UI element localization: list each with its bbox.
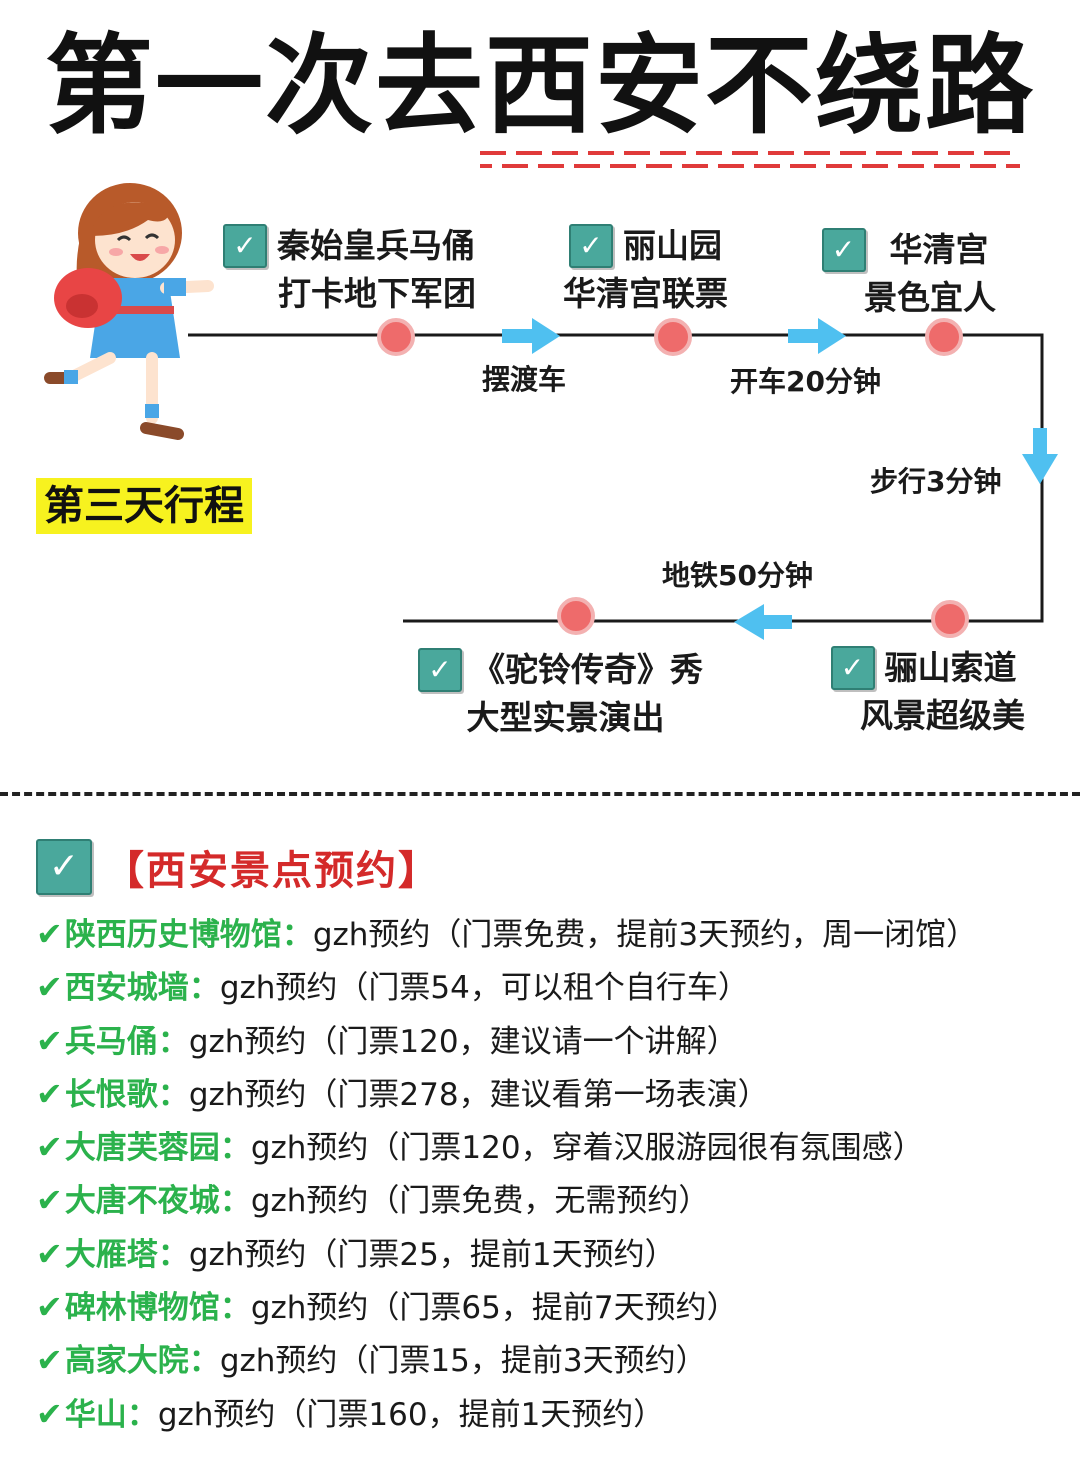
attraction-name: 大唐芙蓉园 — [64, 1130, 220, 1167]
check-box-icon: ✓ — [418, 648, 462, 692]
check-box-icon: ✓ — [569, 224, 613, 268]
route-dot-4 — [931, 600, 969, 638]
stop-4: ✓ 骊山索道 风景超级美 — [822, 644, 1025, 740]
stop-subtitle: 打卡地下军团 — [278, 274, 476, 313]
attraction-detail: gzh预约（门票54，可以租个自行车） — [219, 970, 749, 1007]
reservation-section-header: ✓ 【西安景点预约】 — [36, 838, 440, 896]
blue-arrow-icon — [788, 318, 846, 354]
attraction-colon: ： — [188, 1343, 220, 1380]
blue-arrow-icon — [1022, 428, 1058, 484]
stop-title: 丽山园 — [623, 226, 722, 265]
green-check-icon: ✔ — [36, 968, 63, 1007]
attraction-detail: gzh预约（门票120，穿着汉服游园很有氛围感） — [250, 1130, 924, 1167]
attraction-name: 西安城墙 — [64, 970, 189, 1007]
route-dot-5 — [557, 597, 595, 635]
stop-1: ✓ 秦始皇兵马俑 打卡地下军团 — [222, 222, 476, 318]
green-check-icon: ✔ — [36, 1288, 63, 1327]
green-check-icon: ✔ — [36, 1234, 63, 1273]
blue-arrow-icon — [502, 318, 560, 354]
attraction-colon: ： — [157, 1236, 189, 1273]
check-box-icon: ✓ — [821, 228, 866, 272]
route-dot-2 — [654, 318, 692, 356]
green-check-icon: ✔ — [36, 1128, 63, 1167]
list-item: ✔大唐不夜城：gzh预约（门票免费，无需预约） — [36, 1174, 1076, 1227]
attraction-detail: gzh预约（门票160，提前1天预约） — [157, 1396, 665, 1433]
attraction-colon: ： — [219, 1183, 251, 1220]
transit-label-1: 摆渡车 — [482, 363, 567, 396]
list-item: ✔高家大院：gzh预约（门票15，提前3天预约） — [36, 1334, 1076, 1387]
attraction-colon: ： — [188, 970, 220, 1007]
green-check-icon: ✔ — [36, 915, 63, 953]
attraction-colon: ： — [157, 1076, 189, 1113]
stop-title: 《驼铃传奇》秀 — [472, 650, 703, 689]
route-dot-3 — [925, 318, 963, 356]
transit-label-3: 步行3分钟 — [870, 465, 1002, 498]
attraction-colon: ： — [126, 1396, 158, 1433]
attraction-detail: gzh预约（门票65，提前7天预约） — [250, 1290, 738, 1327]
list-item: ✔碑林博物馆：gzh预约（门票65，提前7天预约） — [36, 1281, 1076, 1334]
stop-subtitle: 风景超级美 — [860, 696, 1025, 735]
attraction-colon: ： — [157, 1023, 189, 1060]
list-item: ✔兵马俑：gzh预约（门票120，建议请一个讲解） — [36, 1015, 1076, 1068]
attraction-colon: ： — [281, 917, 313, 953]
list-item: ✔华山：gzh预约（门票160，提前1天预约） — [36, 1388, 1076, 1441]
attraction-colon: ： — [219, 1130, 251, 1167]
title-underline-decoration — [480, 151, 1020, 168]
check-box-icon: ✓ — [223, 224, 267, 268]
attraction-name: 大雁塔 — [64, 1236, 158, 1273]
list-item: ✔西安城墙：gzh预约（门票54，可以租个自行车） — [36, 961, 1076, 1014]
stop-title: 秦始皇兵马俑 — [277, 226, 475, 265]
stop-subtitle: 景色宜人 — [864, 278, 996, 317]
list-item: ✔大唐芙蓉园：gzh预约（门票120，穿着汉服游园很有氛围感） — [36, 1121, 1076, 1174]
section-title: 【西安景点预约】 — [104, 848, 440, 894]
attraction-name: 碑林博物馆 — [64, 1290, 220, 1327]
list-item: ✔长恨歌：gzh预约（门票278，建议看第一场表演） — [36, 1068, 1076, 1121]
attraction-name: 长恨歌 — [64, 1076, 158, 1113]
transit-label-4: 地铁50分钟 — [662, 559, 813, 592]
attraction-detail: gzh预约（门票278，建议看第一场表演） — [188, 1076, 769, 1113]
list-item: ✔大雁塔：gzh预约（门票25，提前1天预约） — [36, 1228, 1076, 1281]
attraction-detail: gzh预约（门票25，提前1天预约） — [188, 1236, 676, 1273]
day-label-badge: 第三天行程 — [36, 478, 252, 534]
attraction-name: 陕西历史博物馆 — [64, 917, 282, 953]
stop-2: ✓ 丽山园 华清宫联票 — [563, 222, 728, 318]
stop-3: ✓ 华清宫 景色宜人 — [814, 226, 996, 322]
attraction-name: 兵马俑 — [64, 1023, 158, 1060]
green-check-icon: ✔ — [36, 1181, 63, 1220]
attraction-list: ✔陕西历史博物馆：gzh预约（门票免费，提前3天预约，周一闭馆） ✔西安城墙：g… — [36, 908, 1076, 1441]
transit-label-2: 开车20分钟 — [730, 365, 881, 398]
attraction-colon: ： — [219, 1290, 251, 1327]
attraction-name: 华山 — [64, 1396, 127, 1433]
stop-subtitle: 大型实景演出 — [466, 698, 665, 737]
green-check-icon: ✔ — [36, 1021, 63, 1060]
attraction-name: 高家大院 — [64, 1343, 189, 1380]
green-check-icon: ✔ — [36, 1394, 63, 1433]
green-check-icon: ✔ — [36, 1341, 63, 1380]
section-divider — [0, 792, 1080, 796]
page-title: 第一次去西安不绕路 — [44, 24, 1035, 149]
stop-5: ✓ 《驼铃传奇》秀 大型实景演出 — [418, 646, 703, 742]
attraction-detail: gzh预约（门票免费，无需预约） — [250, 1183, 710, 1220]
stop-subtitle: 华清宫联票 — [563, 274, 728, 313]
blue-arrow-icon — [734, 604, 792, 640]
stop-title: 华清宫 — [889, 230, 989, 269]
check-box-icon: ✓ — [830, 646, 875, 690]
attraction-detail: gzh预约（门票15，提前3天预约） — [219, 1343, 707, 1380]
route-dot-1 — [377, 318, 415, 356]
list-item: ✔陕西历史博物馆：gzh预约（门票免费，提前3天预约，周一闭馆） — [36, 908, 1076, 961]
check-box-icon: ✓ — [36, 839, 92, 895]
attraction-name: 大唐不夜城 — [64, 1183, 220, 1220]
attraction-detail: gzh预约（门票120，建议请一个讲解） — [188, 1023, 738, 1060]
green-check-icon: ✔ — [36, 1074, 63, 1113]
attraction-detail: gzh预约（门票免费，提前3天预约，周一闭馆） — [312, 917, 978, 953]
running-girl-illustration — [44, 183, 214, 440]
stop-title: 骊山索道 — [884, 648, 1017, 687]
